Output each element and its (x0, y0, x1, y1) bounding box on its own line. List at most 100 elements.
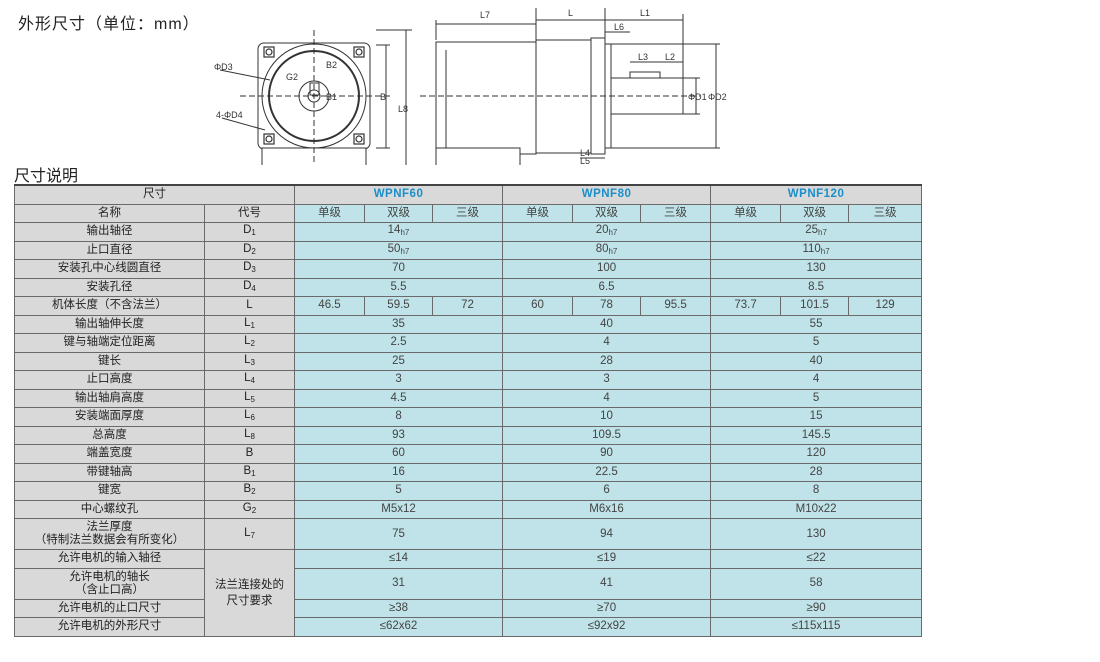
row-name: 法兰厚度（特制法兰数据会有所变化） (14, 518, 205, 550)
row-code: L1 (204, 314, 295, 334)
cell-value: 5.5 (390, 280, 407, 293)
stage-header: 双级 (572, 203, 642, 223)
row-code-sub: 7 (250, 530, 255, 540)
row-name: 安装孔中心线圆直径 (14, 259, 205, 279)
table-cell: ≥38 (293, 598, 504, 618)
cell-value: 5 (395, 484, 402, 497)
row-name-text: 允许电机的止口尺寸 (57, 601, 162, 614)
table-cell: 10 (502, 407, 712, 427)
cell-value: 80 (595, 242, 609, 255)
cell-value: 75 (392, 527, 405, 540)
dimension-drawing: ΦD3 G2 B2 B1 B L8 4-ΦD4 L7 L L1 L6 L3 L2… (214, 8, 727, 165)
label-l2: L2 (665, 52, 675, 62)
table-cell: 59.5 (364, 296, 433, 316)
cell-value: 4 (603, 391, 610, 404)
row-code-letter: D (243, 261, 252, 274)
table-cell: 20h7 (502, 222, 712, 242)
row-name: 允许电机的输入轴径 (14, 549, 205, 569)
row-name-text: 机体长度（不含法兰） (52, 299, 167, 312)
row-code: L6 (204, 407, 295, 427)
cell-value: 8.5 (808, 280, 825, 293)
row-code-sub: 6 (250, 413, 255, 423)
row-code-letter: D (243, 224, 252, 237)
table-cell: ≤19 (502, 549, 712, 569)
section-title: 尺寸说明 (14, 168, 79, 185)
table-cell: 4 (502, 333, 712, 353)
table-cell: 94 (502, 518, 712, 550)
table-cell: 90 (502, 444, 712, 464)
row-code-sub: 1 (251, 228, 256, 238)
stage-header: 单级 (710, 203, 782, 223)
row-name-text: 止口高度 (86, 373, 133, 386)
table-cell: 3 (502, 370, 712, 390)
cell-value: 25 (805, 224, 819, 237)
row-name: 安装孔径 (14, 277, 205, 297)
table-cell: 46.5 (294, 296, 365, 316)
header-size: 尺寸 (14, 184, 295, 205)
table-cell: 6 (502, 481, 712, 501)
label-l8: L8 (398, 104, 408, 114)
cell-value: 109.5 (592, 428, 621, 441)
row-code-letter: L (244, 316, 251, 329)
condition-label: 法兰连接处的尺寸要求 (204, 549, 295, 637)
cell-value: 4 (603, 336, 610, 349)
cell-value: 28 (600, 354, 613, 367)
row-code-letter: L (244, 409, 251, 422)
row-name-note: （特制法兰数据会有所变化） (34, 534, 185, 546)
label-b1: B1 (326, 92, 337, 102)
row-code: L4 (204, 370, 295, 390)
row-code-sub: 8 (250, 431, 255, 441)
row-name-text: 输出轴伸长度 (75, 317, 144, 330)
model-header: WPNF80 (502, 184, 712, 205)
row-code: L5 (204, 388, 295, 408)
row-code: B (204, 444, 295, 464)
row-code: L (204, 296, 295, 316)
row-name-text: 输出轴肩高度 (75, 391, 144, 404)
row-name: 端盖宽度 (14, 444, 205, 464)
table-cell: 78 (572, 296, 642, 316)
model-header: WPNF60 (293, 184, 504, 205)
row-code-letter: L (244, 526, 251, 539)
table-row: 允许电机的外形尺寸≤62x62≤92x92≤115x115 (14, 617, 923, 637)
table-cell: 8 (710, 481, 923, 501)
row-name: 带键轴高 (14, 462, 205, 482)
row-name-text: 键长 (98, 354, 121, 367)
table-cell: 22.5 (502, 462, 712, 482)
model-header: WPNF120 (710, 184, 923, 205)
row-name: 止口高度 (14, 370, 205, 390)
row-name-text: 允许电机的轴长 (69, 570, 150, 583)
cell-value: 40 (600, 317, 613, 330)
table-cell: 8 (293, 407, 504, 427)
table-cell: 109.5 (502, 425, 712, 445)
row-code-sub: 4 (251, 283, 256, 293)
row-code-sub: 1 (251, 468, 256, 478)
row-name: 输出轴径 (14, 222, 205, 242)
label-l3: L3 (638, 52, 648, 62)
dimension-table: 尺寸 WPNF60 WPNF80 WPNF120 名称 代号 单级 双级 三级 … (14, 184, 923, 637)
row-name-text: 键宽 (98, 484, 121, 497)
table-cell: 145.5 (710, 425, 923, 445)
cell-value: 50 (387, 242, 401, 255)
header-name: 名称 (14, 203, 205, 223)
cell-value: 10 (600, 410, 613, 423)
cell-value: 3 (603, 373, 610, 386)
row-code: D4 (204, 277, 295, 297)
table-cell: ≤22 (710, 549, 923, 569)
table-cell: 25h7 (710, 222, 923, 242)
table-row: 允许电机的输入轴径法兰连接处的尺寸要求≤14≤19≤22 (14, 549, 923, 637)
table-cell: 14h7 (293, 222, 504, 242)
cell-value: 20 (595, 224, 609, 237)
cell-value: 130 (806, 262, 826, 275)
label-l7: L7 (480, 10, 490, 20)
cell-value: 70 (392, 262, 405, 275)
table-cell: 3 (293, 370, 504, 390)
cell-value: 4.5 (390, 391, 407, 404)
cell-value: 6.5 (598, 280, 615, 293)
